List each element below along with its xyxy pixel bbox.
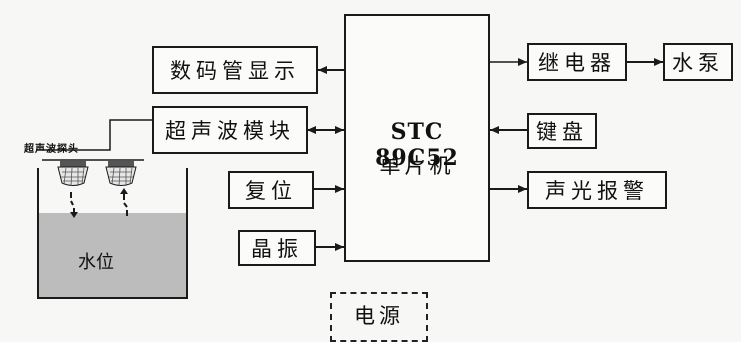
power-block: 电源 <box>330 292 428 342</box>
ultrasonic-module-label: 超声波模块 <box>165 119 295 143</box>
mcu-type-label: 单片机 <box>379 154 455 178</box>
water-fill <box>39 213 186 297</box>
alarm-block: 声光报警 <box>527 171 667 209</box>
connection-wires <box>36 58 663 299</box>
power-label: 电源 <box>354 304 404 328</box>
probe-wire <box>36 119 152 151</box>
keyboard-label: 键盘 <box>536 120 588 144</box>
ultrasonic-module-block: 超声波模块 <box>152 106 308 154</box>
display-label: 数码管显示 <box>170 59 300 83</box>
crystal-block: 晶振 <box>238 230 316 266</box>
pump-block: 水泵 <box>663 43 733 81</box>
wave-down-arrow <box>70 192 78 218</box>
mcu-model-label: STC 89C52 <box>375 119 459 171</box>
tank-outline <box>37 168 188 299</box>
alarm-label: 声光报警 <box>545 179 649 203</box>
diagram-canvas: 数码管显示 超声波模块 复位 晶振 STC 89C52 单片机 继电器 水泵 键… <box>24 14 733 342</box>
water-level-label: 水位 <box>78 252 114 273</box>
probe-left-icon <box>57 161 89 187</box>
reset-label: 复位 <box>245 179 297 203</box>
reset-block: 复位 <box>228 171 314 209</box>
probe-right-icon <box>105 161 137 187</box>
probe-label: 超声波探头 <box>24 144 79 155</box>
mcu-block: STC 89C52 单片机 <box>344 14 490 262</box>
wave-up-arrow <box>120 188 128 216</box>
display-block: 数码管显示 <box>152 46 318 94</box>
keyboard-block: 键盘 <box>527 113 597 149</box>
relay-label: 继电器 <box>538 51 616 75</box>
pump-label: 水泵 <box>672 51 724 75</box>
relay-block: 继电器 <box>527 43 627 81</box>
crystal-label: 晶振 <box>251 237 303 261</box>
